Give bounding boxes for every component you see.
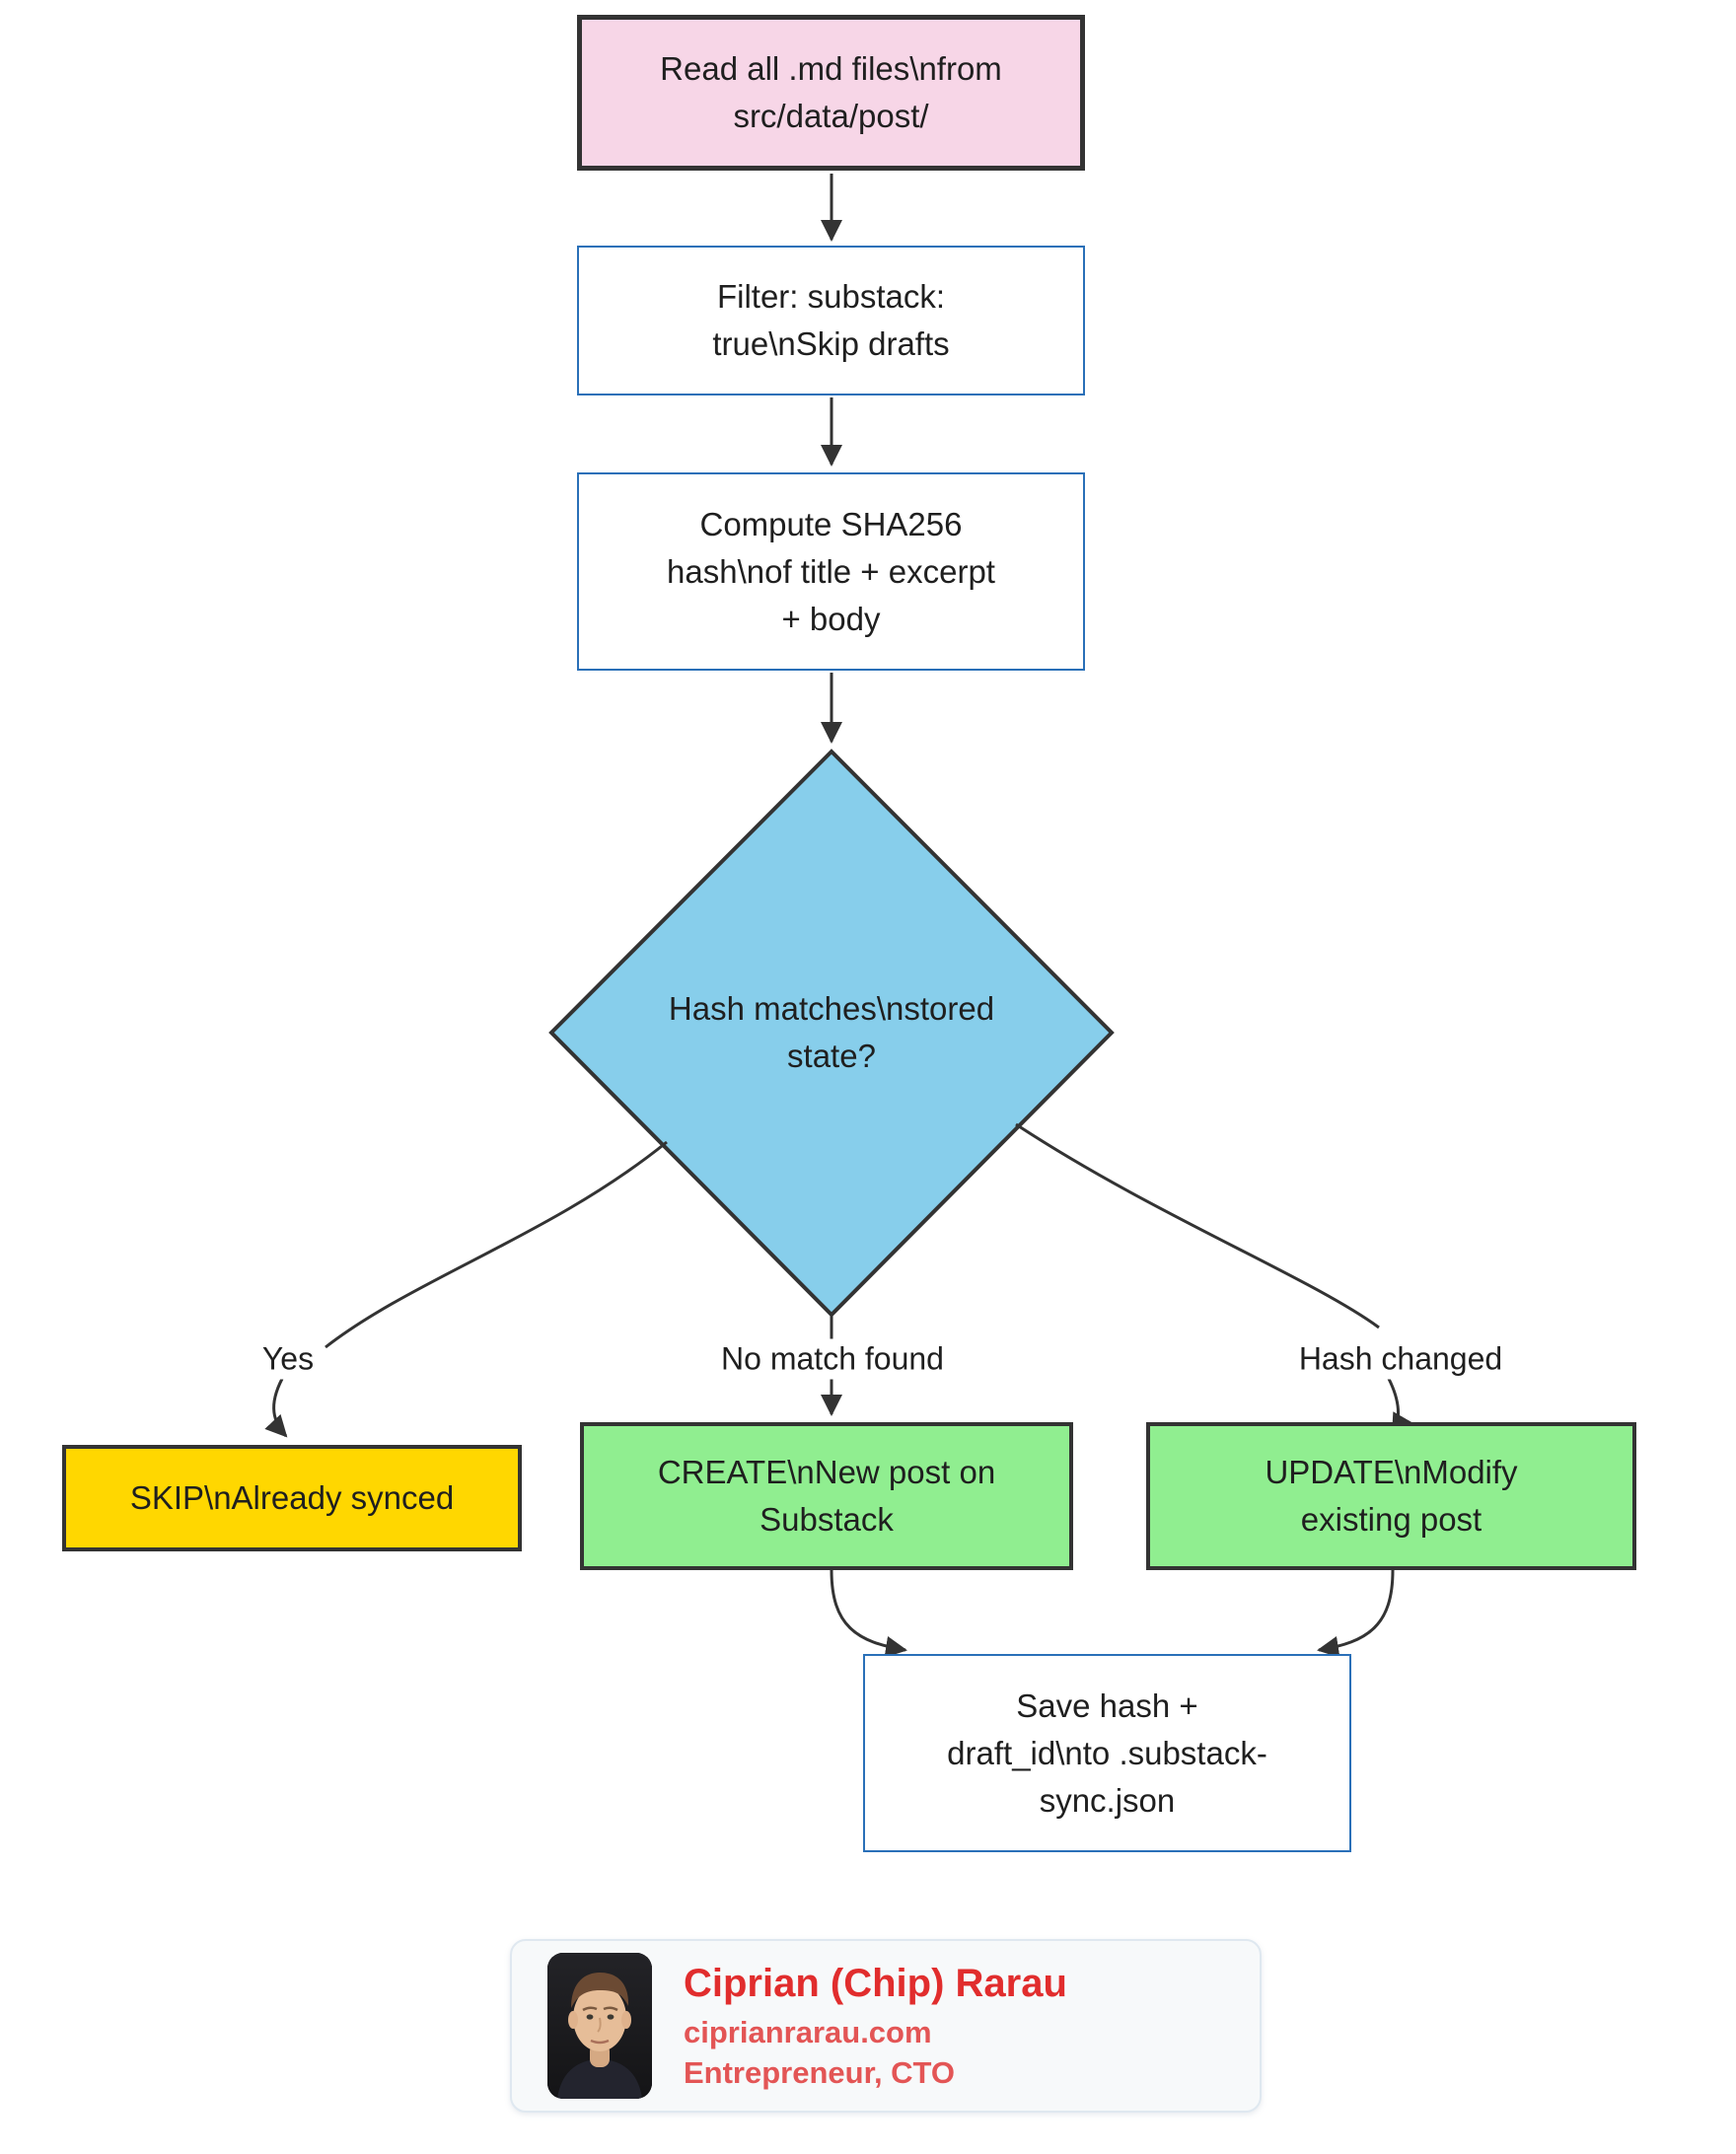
edge-decision-to-skip-b — [264, 1378, 288, 1438]
node-create: CREATE\nNew post on Substack — [580, 1422, 1073, 1570]
edge-label-yes: Yes — [253, 1338, 323, 1380]
author-card: Ciprian (Chip) Rarau ciprianrarau.com En… — [510, 1939, 1262, 2113]
edge-label-hash-changed: Hash changed — [1290, 1338, 1511, 1380]
author-name: Ciprian (Chip) Rarau — [684, 1962, 1067, 2005]
node-save-sync-json: Save hash + draft_id\nto .substack- sync… — [863, 1654, 1351, 1852]
node-update-label: UPDATE\nModify existing post — [1265, 1454, 1518, 1538]
node-compute-sha256: Compute SHA256 hash\nof title + excerpt … — [577, 472, 1085, 671]
edge-update-to-save — [1317, 1569, 1395, 1658]
node-skip-label: SKIP\nAlready synced — [129, 1479, 455, 1516]
node-filter-label: Filter: substack: true\nSkip drafts — [712, 278, 950, 362]
author-info: Ciprian (Chip) Rarau ciprianrarau.com En… — [684, 1959, 1067, 2093]
edge-decision-to-update-a — [1015, 1122, 1380, 1329]
node-create-label: CREATE\nNew post on Substack — [657, 1454, 996, 1538]
node-decision-hash-matches: Hash matches\nstored state? — [624, 964, 1039, 1102]
author-website: ciprianrarau.com — [684, 2015, 932, 2049]
edge-label-no-match-found: No match found — [713, 1338, 952, 1380]
author-role: Entrepreneur, CTO — [684, 2055, 956, 2090]
node-decision-label: Hash matches\nstored state? — [668, 990, 995, 1074]
author-avatar — [547, 1953, 652, 2099]
node-filter-substack: Filter: substack: true\nSkip drafts — [577, 246, 1085, 395]
node-read-md-files: Read all .md files\nfrom src/data/post/ — [577, 15, 1085, 171]
node-save-label: Save hash + draft_id\nto .substack- sync… — [947, 1687, 1267, 1819]
edge-create-to-save — [830, 1569, 907, 1658]
node-update: UPDATE\nModify existing post — [1146, 1422, 1636, 1570]
node-compute-label: Compute SHA256 hash\nof title + excerpt … — [667, 505, 995, 637]
edge-decision-to-skip-a — [325, 1140, 668, 1349]
node-skip: SKIP\nAlready synced — [62, 1445, 522, 1551]
author-avatar-illustration — [547, 1953, 652, 2099]
node-read-label: Read all .md files\nfrom src/data/post/ — [660, 50, 1002, 134]
